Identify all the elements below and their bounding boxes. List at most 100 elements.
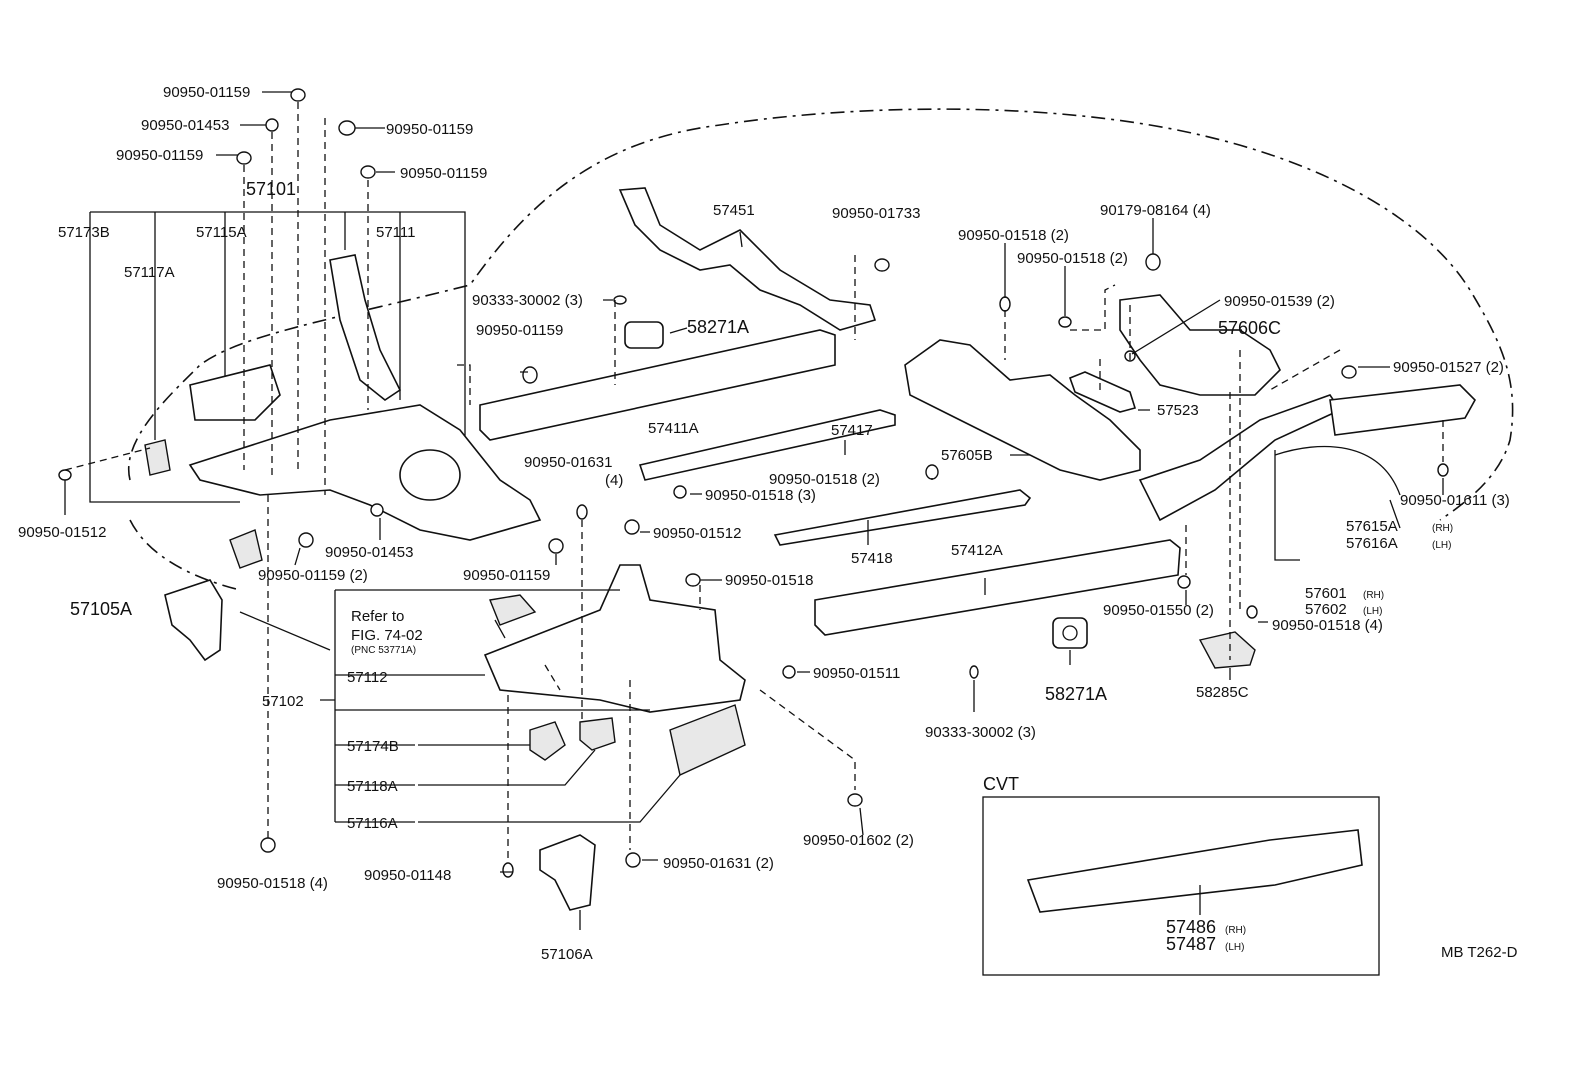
label-57418: 57418 <box>851 550 893 567</box>
label-57602: 57602 <box>1305 601 1347 618</box>
spare-tire-well <box>399 449 461 501</box>
part-57412a <box>814 539 1181 636</box>
label-57615a: 57615A <box>1346 518 1398 535</box>
clip-icon <box>502 258 979 878</box>
label-58271a-a: 58271A <box>687 317 749 337</box>
figure-code: MB T262-D <box>1441 944 1518 961</box>
label-57486-rh: (RH) <box>1225 925 1246 936</box>
label-90950-01159-e: 90950-01159 <box>463 567 550 584</box>
label-90950-01453-a: 90950-01453 <box>141 117 229 134</box>
label-90950-01159-c: 90950-01159 <box>386 121 473 138</box>
label-90950-01611: 90950-01611 (3) <box>1400 492 1510 509</box>
part-57106a <box>539 834 596 911</box>
label-90950-01512-a: 90950-01512 <box>18 524 106 541</box>
dashed-guides-center <box>457 255 856 860</box>
part-57111 <box>329 254 402 401</box>
label-90950-01518-4a: 90950-01518 (4) <box>1272 617 1383 634</box>
wheel-arch <box>1274 445 1401 496</box>
label-57117a: 57117A <box>124 264 175 281</box>
label-refer-to: Refer to <box>351 608 404 625</box>
label-90950-01518-2a: 90950-01518 (2) <box>769 471 880 488</box>
label-58271a-b: 58271A <box>1045 684 1107 704</box>
label-90179-08164: 90179-08164 (4) <box>1100 202 1211 219</box>
label-90333-30002-b: 90333-30002 (3) <box>925 724 1036 741</box>
label-57105a: 57105A <box>70 599 132 619</box>
part-labels: 90950-01159 90950-01453 90950-01159 9095… <box>18 84 1518 963</box>
label-cvt: CVT <box>983 774 1019 794</box>
part-57173b <box>229 529 263 569</box>
label-57417: 57417 <box>831 422 873 439</box>
label-57115a: 57115A <box>196 224 247 241</box>
label-57102: 57102 <box>262 693 304 710</box>
part-57451 <box>618 187 877 331</box>
vehicle-outline-lower <box>129 519 241 591</box>
label-pnc-53771a: (PNC 53771A) <box>351 645 416 656</box>
label-57605b: 57605B <box>941 447 993 464</box>
label-57615a-rh: (RH) <box>1432 523 1453 534</box>
label-57411a: 57411A <box>648 420 699 437</box>
label-57118a: 57118A <box>347 778 398 795</box>
label-90950-01159-f: 90950-01159 <box>476 322 563 339</box>
label-90950-01527: 90950-01527 (2) <box>1393 359 1504 376</box>
part-57417 <box>638 409 896 481</box>
label-57487-lh: (LH) <box>1225 942 1244 953</box>
part-58285c <box>1198 631 1256 669</box>
label-57616a-lh: (LH) <box>1432 540 1451 551</box>
label-57412a: 57412A <box>951 542 1003 559</box>
label-57523: 57523 <box>1157 402 1199 419</box>
part-57117a <box>144 439 171 476</box>
leader-lines-left <box>64 91 557 566</box>
label-57112: 57112 <box>347 669 388 686</box>
part-57486 <box>1026 829 1363 913</box>
part-57606c <box>1119 294 1281 396</box>
part-58271a-upper <box>624 321 664 349</box>
clip-icon <box>925 253 1449 619</box>
dashed-guides-left <box>64 102 369 838</box>
label-90950-01518-3: 90950-01518 (3) <box>705 487 816 504</box>
label-90950-01511: 90950-01511 <box>813 665 900 682</box>
cvt-box <box>982 796 1380 976</box>
label-57451: 57451 <box>713 202 755 219</box>
label-90950-01518-2b: 90950-01518 (2) <box>958 227 1069 244</box>
label-57601-rh: (RH) <box>1363 590 1384 601</box>
label-57601: 57601 <box>1305 585 1347 602</box>
leader-lines-center <box>239 231 1071 930</box>
label-90950-01631-a: 90950-01631 <box>524 454 612 471</box>
part-57115a <box>189 364 281 421</box>
label-57101: 57101 <box>246 179 296 199</box>
part-57105a <box>164 579 223 662</box>
part-58271a-lower <box>1052 617 1088 649</box>
label-57111: 57111 <box>376 224 416 241</box>
dashed-guides-right <box>1004 284 1444 660</box>
label-90950-01453-b: 90950-01453 <box>325 544 413 561</box>
part-58271a-hole <box>1062 625 1078 641</box>
part-57615a <box>1329 384 1476 436</box>
label-57616a: 57616A <box>1346 535 1398 552</box>
label-90950-01518-4b: 90950-01518 (4) <box>217 875 328 892</box>
vehicle-outline <box>127 108 1514 521</box>
label-qty-4: (4) <box>605 472 623 489</box>
label-90333-30002-a: 90333-30002 (3) <box>472 292 583 309</box>
label-57174b: 57174B <box>347 738 399 755</box>
label-90950-01602: 90950-01602 (2) <box>803 832 914 849</box>
leader-lines-right <box>931 218 1444 680</box>
label-90950-01518-a: 90950-01518 <box>725 572 813 589</box>
label-90950-01148: 90950-01148 <box>364 867 451 884</box>
label-90950-01733: 90950-01733 <box>832 205 920 222</box>
part-57523 <box>1068 371 1137 413</box>
part-57605b <box>904 339 1141 481</box>
part-57411a <box>479 329 836 441</box>
label-90950-01159-d: 90950-01159 <box>400 165 487 182</box>
leader-57101-group <box>89 211 466 503</box>
part-57418 <box>773 489 1032 546</box>
label-57106a: 57106A <box>541 946 593 963</box>
label-57173b: 57173B <box>58 224 110 241</box>
part-57101 <box>188 404 542 541</box>
label-90950-01159-a: 90950-01159 <box>163 84 250 101</box>
label-90950-01550: 90950-01550 (2) <box>1103 602 1214 619</box>
label-90950-01512-b: 90950-01512 <box>653 525 741 542</box>
label-90950-01631-2: 90950-01631 (2) <box>663 855 774 872</box>
label-fig-74-02: FIG. 74-02 <box>351 627 423 644</box>
label-90950-01518-2c: 90950-01518 (2) <box>1017 250 1128 267</box>
part-57118a <box>579 717 616 751</box>
